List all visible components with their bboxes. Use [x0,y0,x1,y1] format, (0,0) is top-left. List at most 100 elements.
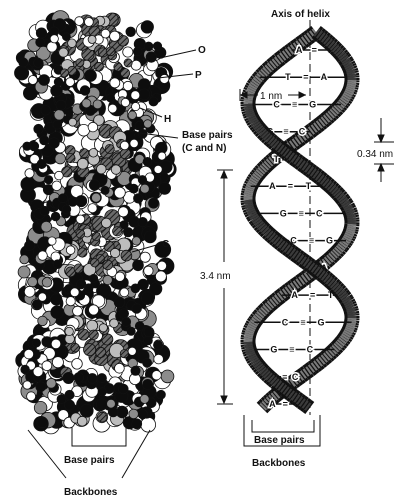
atom-sphere [28,277,38,287]
backbone-texture [250,90,251,92]
backbone-texture [250,352,251,354]
atom-sphere [69,118,77,126]
atom-sphere [53,260,62,269]
atom-sphere [120,141,129,150]
atom-sphere [106,94,114,102]
atom-sphere [18,266,30,278]
atom-sphere [76,215,85,224]
atom-sphere [40,206,49,215]
atom-sphere [71,343,80,352]
base-letter: G [309,100,316,110]
atom-sphere [92,232,100,240]
atom-sphere [90,274,98,282]
atom-sphere [114,187,125,198]
atom-sphere [66,154,75,163]
atom-sphere [48,237,56,245]
atom-sphere [34,401,47,414]
base-letter: A [269,181,276,191]
backbone-texture [350,306,351,308]
backbone-texture [350,88,351,90]
backbone-texture [346,334,347,336]
backbone-texture [348,92,349,94]
hydrogen-bonds: = [312,45,317,55]
atom-sphere [88,122,98,132]
atom-sphere [24,286,35,297]
atom-sphere [40,136,49,145]
hydrogen-bonds: ≡ [299,208,304,218]
base-pairs-cn-label: Base pairs [182,130,233,141]
hydrogen-bonds: ≡ [289,345,294,355]
atom-sphere [38,316,48,326]
backbone-texture [350,230,351,232]
backbone-texture [250,92,251,94]
atom-sphere [158,152,166,160]
atom-sphere [144,120,152,128]
atom-sphere [20,255,29,264]
backbone-texture [347,300,348,302]
base-letter: G [326,236,333,246]
atom-sphere [73,306,83,316]
backbone-texture [249,348,250,350]
backbone-texture [249,110,250,112]
atom-sphere [84,344,96,356]
atom-sphere [131,284,140,293]
atom-sphere [140,395,149,404]
atom-sphere [92,193,101,202]
backbone-texture [250,186,251,188]
backbone-texture [348,208,349,210]
atom-sphere [114,63,122,71]
atom-sphere [154,354,164,364]
atom-sphere [75,17,84,26]
atom-sphere [132,103,140,111]
backbone-texture [348,64,349,66]
atom-sphere [85,70,97,82]
backbone-texture [250,328,251,330]
atom-sphere [37,417,48,428]
atom-sphere [131,60,141,70]
backbone-texture [349,90,350,92]
atom-sphere [51,306,64,319]
atom-sphere [154,165,162,173]
atom-sphere [50,27,59,36]
atom-sphere [53,120,62,129]
atom-sphere [55,171,64,180]
atom-sphere [110,248,119,257]
hydrogen-bonds: ≡ [292,100,297,110]
atom-sphere [131,91,140,100]
atom-sphere [63,372,74,383]
atom-sphere [41,221,52,232]
atom-sphere [160,173,168,181]
atom-sphere [57,395,66,404]
backbone-texture [347,62,348,64]
backbone-texture [347,94,348,96]
atom-sphere [122,317,131,326]
backbone-texture [348,236,349,238]
atom-sphere [129,409,139,419]
backbone-texture [249,206,250,208]
base-letter: A [269,399,276,409]
atom-sphere [77,158,88,169]
backbone-texture [254,216,255,218]
atom-sphere [34,124,43,133]
base-letter: C [307,345,314,355]
backbone-texture [351,310,352,312]
atom-sphere [132,237,140,245]
backbone-texture [252,182,253,184]
atom-sphere [102,334,113,345]
atom-sphere [36,382,46,392]
atom-sphere [110,31,120,41]
atom-sphere [42,278,52,288]
atom-sphere [62,205,71,214]
atom-sphere [41,106,51,116]
backbone-texture [250,330,251,332]
atom-sphere [128,347,136,355]
atom-sphere [51,212,60,221]
backbone-texture [250,210,251,212]
atom-sphere [143,358,152,367]
atom-sphere [95,62,104,71]
hydrogen-bonds: = [310,290,315,300]
atom-sphere [78,329,89,340]
atom-sphere [103,260,113,270]
atom-sphere [47,42,57,52]
